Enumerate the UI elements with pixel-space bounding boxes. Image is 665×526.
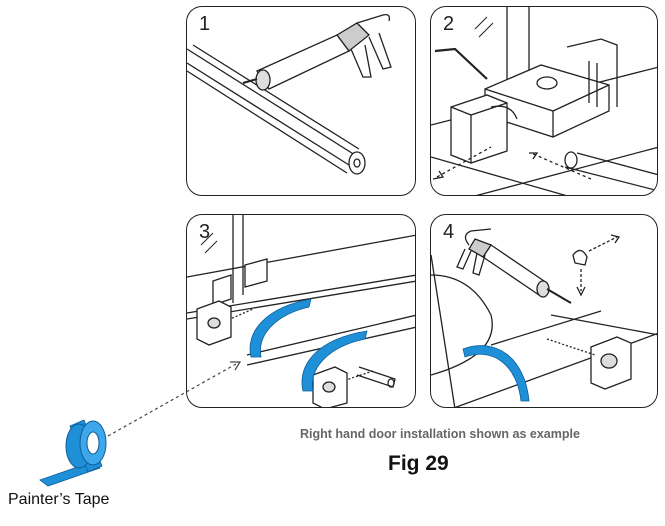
step-4-panel: 4 [430, 214, 658, 408]
step-number: 3 [199, 221, 211, 243]
step-3-illustration [187, 215, 415, 407]
tape-label: Painter’s Tape [8, 491, 110, 508]
step-3-panel: 3 [186, 214, 416, 408]
figure-label: Fig 29 [388, 452, 449, 475]
figure-caption: Right hand door installation shown as ex… [300, 427, 580, 441]
step-number: 2 [443, 13, 455, 35]
step-2-panel: 2 [430, 6, 658, 196]
step-4-illustration [431, 228, 657, 407]
tape-strips [249, 298, 368, 392]
step-2-illustration [431, 7, 657, 195]
step-1-illustration [187, 13, 392, 175]
step-number: 1 [199, 13, 211, 35]
pointer-line [107, 363, 237, 437]
step-number: 4 [443, 221, 455, 243]
tape-strip [462, 345, 530, 402]
step-1-panel: 1 [186, 6, 416, 196]
